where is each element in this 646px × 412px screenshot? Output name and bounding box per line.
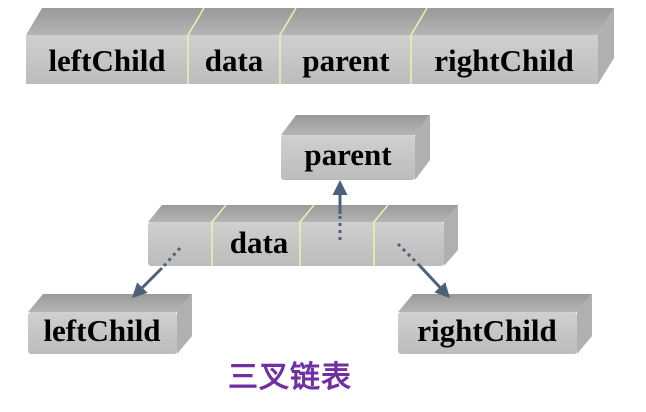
right-box-top-face <box>398 294 592 312</box>
top-struct-front-face <box>26 35 598 84</box>
right-box-label: rightChild <box>417 313 557 348</box>
left-child-node-box: leftChild <box>28 294 192 354</box>
parent-box-front-face <box>281 135 415 180</box>
parent-box-label: parent <box>304 137 392 172</box>
middle-node-front-face <box>148 222 444 266</box>
left-box-label: leftChild <box>43 313 160 348</box>
middle-node-structure: data <box>148 204 458 266</box>
top-field-data: data <box>205 43 264 78</box>
middle-node-data-label: data <box>230 225 289 260</box>
right-box-side-face <box>577 294 592 354</box>
middle-node-side-face <box>444 205 458 266</box>
top-field-parent: parent <box>302 43 390 78</box>
top-struct-dividers <box>187 7 428 84</box>
parent-box-side-face <box>415 115 430 180</box>
top-node-structure: leftChild data parent rightChild <box>26 7 614 84</box>
left-box-top-face <box>28 294 192 312</box>
middle-node-top-face <box>148 205 458 222</box>
arrow-to-left-child <box>131 246 182 299</box>
parent-box-top-face <box>281 115 430 135</box>
diagram-caption: 三叉链表 <box>228 360 352 395</box>
right-box-front-face <box>398 312 577 354</box>
top-field-rightchild: rightChild <box>434 43 574 78</box>
middle-node-dividers <box>211 204 389 266</box>
top-struct-top-face <box>26 8 614 35</box>
parent-node-box: parent <box>281 115 430 180</box>
left-box-front-face <box>28 312 177 354</box>
left-box-side-face <box>177 294 192 354</box>
top-field-leftchild: leftChild <box>48 43 165 78</box>
right-child-node-box: rightChild <box>398 294 592 354</box>
arrow-to-right-child <box>396 242 451 299</box>
top-struct-side-face <box>598 8 614 84</box>
